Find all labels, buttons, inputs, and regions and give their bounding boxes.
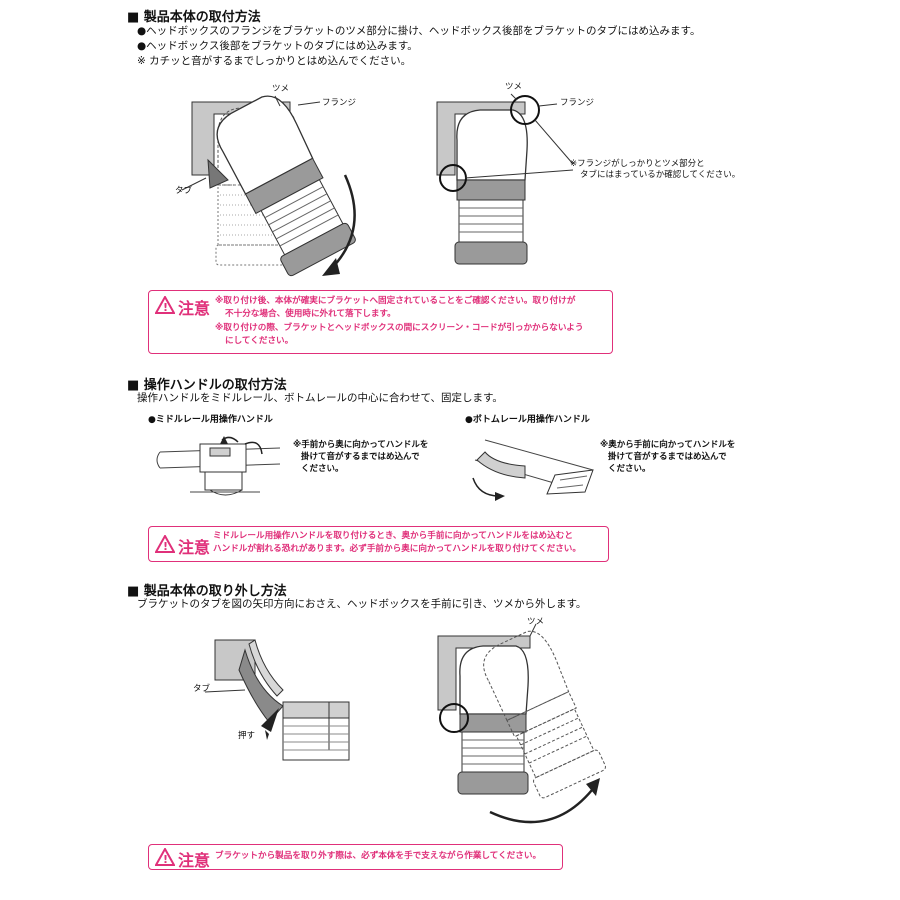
svg-text:!: ! xyxy=(163,540,168,553)
caution-box-3: ! 注意 ブラケットから製品を取り外す際は、必ず本体を手で支えながら作業してくだ… xyxy=(148,844,563,870)
section3-heading: ■ 製品本体の取り外し方法 xyxy=(127,584,287,599)
caution-badge-2: ! 注意 xyxy=(154,533,211,558)
caution-title-3: 注意 xyxy=(178,851,211,870)
note-check-2: タブにはまっているか確認してください。 xyxy=(580,170,741,180)
note-check-1: ※フランジがしっかりとツメ部分と xyxy=(570,159,705,169)
caution-2-line-1: ミドルレール用操作ハンドルを取り付けるとき、奥から手前に向かってハンドルをはめ込… xyxy=(213,531,573,541)
bottom-rail-note-3: ください。 xyxy=(608,464,651,474)
middle-rail-note-3: ください。 xyxy=(301,464,344,474)
figure-bottom-rail-handle xyxy=(472,439,594,501)
middle-rail-title: ●ミドルレール用操作ハンドル xyxy=(148,415,273,425)
middle-rail-note-2: 掛けて音がするまではめ込んで xyxy=(301,452,420,462)
section1-heading: ■ 製品本体の取付方法 xyxy=(127,10,261,25)
caution-badge-3: ! 注意 xyxy=(154,846,211,871)
label-tsume-3: ツメ xyxy=(527,617,545,627)
section1-line-1: ●ヘッドボックスのフランジをブラケットのツメ部分に掛け、ヘッドボックス後部をブラ… xyxy=(137,25,701,37)
warning-triangle-icon: ! xyxy=(154,846,176,870)
figure-remove-tab-closeup xyxy=(205,639,350,761)
caution-box-2: ! 注意 ミドルレール用操作ハンドルを取り付けるとき、奥から手前に向かってハンド… xyxy=(148,526,609,562)
caution-2-line-2: ハンドルが割れる恐れがあります。必ず手前から奥に向かってハンドルを取り付けてくだ… xyxy=(213,544,581,554)
caution-3-line-1: ブラケットから製品を取り外す際は、必ず本体を手で支えながら作業してください。 xyxy=(215,851,542,861)
section2-line: 操作ハンドルをミドルレール、ボトムレールの中心に合わせて、固定します。 xyxy=(137,392,503,404)
section1-line-3: ※ カチッと音がするまでしっかりとはめ込んでください。 xyxy=(137,55,412,67)
figure-attach-rotating xyxy=(181,95,356,277)
middle-rail-note-1: ※手前から奥に向かってハンドルを xyxy=(293,440,429,450)
caution-box-1: ! 注意 ※取り付け後、本体が確実にブラケットへ固定されていることをご確認くださ… xyxy=(148,290,613,354)
caution-title-1: 注意 xyxy=(178,299,211,318)
caution-title-2: 注意 xyxy=(178,538,211,557)
figure-remove-rotating xyxy=(437,623,606,824)
label-tab-2: タブ xyxy=(193,684,211,694)
label-tab-1: タブ xyxy=(175,186,193,196)
section1-line-2: ●ヘッドボックス後部をブラケットのタブにはめ込みます。 xyxy=(137,40,418,52)
svg-text:!: ! xyxy=(163,853,168,866)
bottom-rail-title: ●ボトムレール用操作ハンドル xyxy=(465,415,590,425)
warning-triangle-icon: ! xyxy=(154,294,176,318)
label-push: 押す xyxy=(238,731,256,741)
caution-1-line-3: ※取り付けの際、ブラケットとヘッドボックスの間にスクリーン・コードが引っかからな… xyxy=(215,323,584,333)
bottom-rail-note-1: ※奥から手前に向かってハンドルを xyxy=(600,440,736,450)
section2-heading: ■ 操作ハンドルの取付方法 xyxy=(127,378,287,393)
label-tsume-1: ツメ xyxy=(272,84,290,94)
label-flange-1: フランジ xyxy=(322,98,357,108)
warning-triangle-icon: ! xyxy=(154,533,176,557)
section3-line: ブラケットのタブを図の矢印方向におさえ、ヘッドボックスを手前に引き、ツメから外し… xyxy=(137,598,587,610)
label-flange-2: フランジ xyxy=(560,98,595,108)
caution-badge-1: ! 注意 xyxy=(154,294,211,319)
figure-attach-installed xyxy=(436,93,574,265)
caution-1-line-2: 不十分な場合、使用時に外れて落下します。 xyxy=(225,309,396,319)
figure-middle-rail-handle xyxy=(156,436,281,496)
caution-1-line-4: にしてください。 xyxy=(225,336,294,346)
caution-1-line-1: ※取り付け後、本体が確実にブラケットへ固定されていることをご確認ください。取り付… xyxy=(215,296,576,306)
label-tsume-2: ツメ xyxy=(505,82,523,92)
bottom-rail-note-2: 掛けて音がするまではめ込んで xyxy=(608,452,727,462)
svg-text:!: ! xyxy=(163,301,168,314)
